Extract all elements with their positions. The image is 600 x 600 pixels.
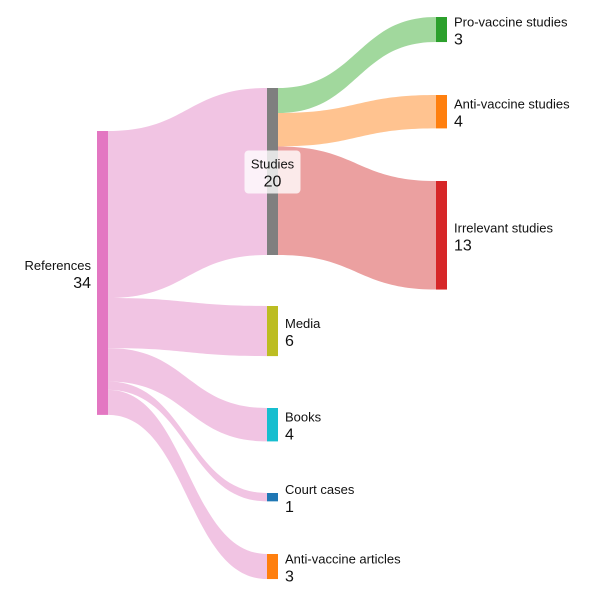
node-label-pro: Pro-vaccine studies: [454, 15, 568, 30]
node-pro: [436, 17, 447, 43]
node-label-media: Media: [285, 316, 321, 331]
node-antistudies: [436, 95, 447, 129]
node-label-antiarticles: Anti-vaccine articles: [285, 552, 401, 567]
link-studies-to-irrelevant: [278, 146, 436, 290]
node-irrelevant: [436, 181, 447, 290]
node-value-antistudies: 4: [454, 114, 463, 131]
link-references-to-studies: [108, 88, 267, 298]
node-value-antiarticles: 3: [285, 569, 294, 586]
node-media: [267, 306, 278, 357]
node-label-irrelevant: Irrelevant studies: [454, 220, 553, 235]
link-studies-to-antistudies: [278, 95, 436, 147]
link-references-to-antiarticles: [108, 389, 267, 580]
node-value-pro: 3: [454, 32, 463, 49]
node-value-court: 1: [285, 499, 294, 516]
node-books: [267, 408, 278, 442]
node-references: [97, 131, 108, 415]
link-references-to-court: [108, 381, 267, 502]
node-value-books: 4: [285, 427, 294, 444]
node-value-media: 6: [285, 333, 294, 350]
node-label-court: Court cases: [285, 482, 355, 497]
node-label-references: References: [25, 258, 92, 273]
link-references-to-books: [108, 348, 267, 442]
link-references-to-media: [108, 298, 267, 357]
node-label-antistudies: Anti-vaccine studies: [454, 97, 570, 112]
node-label-studies: Studies: [251, 157, 295, 172]
node-value-studies: 20: [264, 174, 282, 191]
node-value-irrelevant: 13: [454, 237, 472, 254]
node-antiarticles: [267, 554, 278, 580]
link-studies-to-pro: [278, 17, 436, 114]
link-layer: [108, 17, 436, 580]
node-court: [267, 493, 278, 502]
node-label-books: Books: [285, 410, 322, 425]
node-value-references: 34: [73, 275, 91, 292]
label-background-studies: [244, 150, 301, 194]
